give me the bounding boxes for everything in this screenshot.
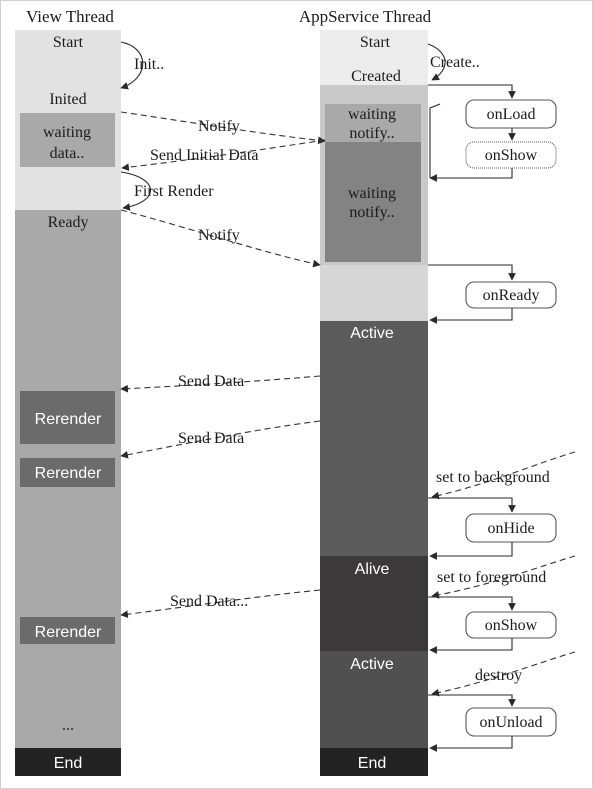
app-waiting-label-1: waiting	[348, 106, 396, 123]
onunload-label: onUnload	[479, 714, 542, 731]
onready-box	[465, 281, 557, 309]
first-render-arrow	[120, 171, 151, 211]
onload-box	[465, 99, 557, 129]
send-data-label-2: Send Data	[178, 430, 244, 447]
send-data-arrow-3	[120, 589, 321, 619]
onshow-label-2: onShow	[485, 617, 538, 634]
app-active-label-2: Active	[350, 656, 394, 673]
background-to-onhide-line	[428, 497, 516, 513]
app-end-label: End	[358, 755, 386, 772]
onunload-box	[465, 707, 557, 737]
app-active-band-1	[320, 321, 428, 556]
notify-label-1: Notify	[198, 118, 240, 135]
destroy-trigger-arrow	[431, 651, 576, 697]
app-active-label-1: Active	[350, 325, 394, 342]
onshow-label-1: onShow	[485, 147, 538, 164]
app-waiting-notify-box-2	[325, 142, 421, 262]
foreground-trigger-arrow	[431, 555, 576, 599]
onready-label: onReady	[483, 287, 540, 304]
onshow-return-line	[429, 168, 513, 182]
view-rerender-label-2: Rerender	[35, 465, 102, 482]
set-to-background-label: set to background	[436, 469, 550, 486]
app-start-label: Start	[360, 34, 391, 51]
view-ready-label: Ready	[48, 214, 89, 231]
send-data-arrow-1	[120, 375, 321, 393]
send-initial-data-label: Send Initial Data	[150, 147, 258, 164]
onshow-box-1	[465, 141, 557, 169]
foreground-to-onshow-line	[428, 596, 516, 611]
view-rerender-box-3	[20, 617, 115, 644]
send-data-label-1: Send Data	[178, 373, 244, 390]
notify-arrow-2	[120, 209, 321, 268]
view-waiting-label-1: waiting	[43, 124, 91, 141]
view-rerender-label-3: Rerender	[35, 624, 102, 641]
onhide-return-line	[429, 542, 513, 560]
notify-arrow-1	[120, 111, 326, 145]
app-start-band	[320, 30, 428, 85]
app-active-band-2	[320, 651, 428, 748]
view-start-label: Start	[53, 34, 84, 51]
view-waiting-label-2: data..	[50, 145, 85, 162]
appservice-thread-title: AppService Thread	[299, 7, 432, 26]
app-waiting-label-3: waiting	[348, 185, 396, 202]
send-data-label-3: Send Data...	[170, 593, 248, 610]
view-thread-title: View Thread	[26, 7, 114, 26]
init-hook-arrow	[120, 41, 144, 90]
app-end-band	[320, 748, 428, 776]
app-ready-band	[320, 265, 428, 321]
onhide-box	[465, 513, 557, 543]
destroy-label: destroy	[475, 667, 522, 684]
onhide-label: onHide	[487, 520, 534, 537]
onload-label: onLoad	[487, 106, 536, 123]
background-trigger-arrow	[431, 451, 576, 500]
create-label: Create..	[430, 54, 480, 71]
app-waiting-label-4: notify..	[349, 204, 394, 221]
onshow-return-line-2	[429, 638, 513, 654]
waiting-return-line	[429, 103, 441, 178]
onready-return-line	[429, 308, 513, 324]
notify-label-2: Notify	[198, 227, 240, 244]
first-render-label: First Render	[134, 183, 214, 200]
destroy-to-onunload-line	[428, 694, 516, 707]
app-alive-band	[320, 556, 428, 651]
view-rerender-box-1	[20, 391, 115, 444]
view-inited-label: Inited	[49, 91, 86, 108]
send-initial-data-arrow	[121, 139, 326, 172]
app-alive-label: Alive	[355, 561, 390, 578]
view-waiting-data-box	[20, 113, 115, 167]
app-created-label: Created	[351, 68, 401, 85]
send-data-arrow-2	[120, 420, 321, 459]
view-end-label: End	[54, 755, 82, 772]
set-to-foreground-label: set to foreground	[437, 569, 546, 586]
view-end-band	[15, 748, 121, 776]
view-thread-column	[15, 30, 121, 776]
app-waiting-notify-box-1	[325, 104, 421, 142]
ready-to-onready-line	[428, 264, 516, 281]
init-label: Init..	[134, 56, 164, 73]
create-hook-arrow	[427, 43, 446, 81]
created-to-onload-line	[428, 84, 516, 99]
onunload-return-line	[429, 736, 513, 752]
view-rerender-box-2	[20, 458, 115, 487]
view-rerender-label-1: Rerender	[35, 411, 102, 428]
onshow-box-2	[465, 611, 557, 639]
app-waiting-label-2: notify..	[349, 125, 394, 142]
appservice-thread-column	[320, 30, 428, 776]
view-ellipsis-label: ...	[62, 717, 74, 734]
